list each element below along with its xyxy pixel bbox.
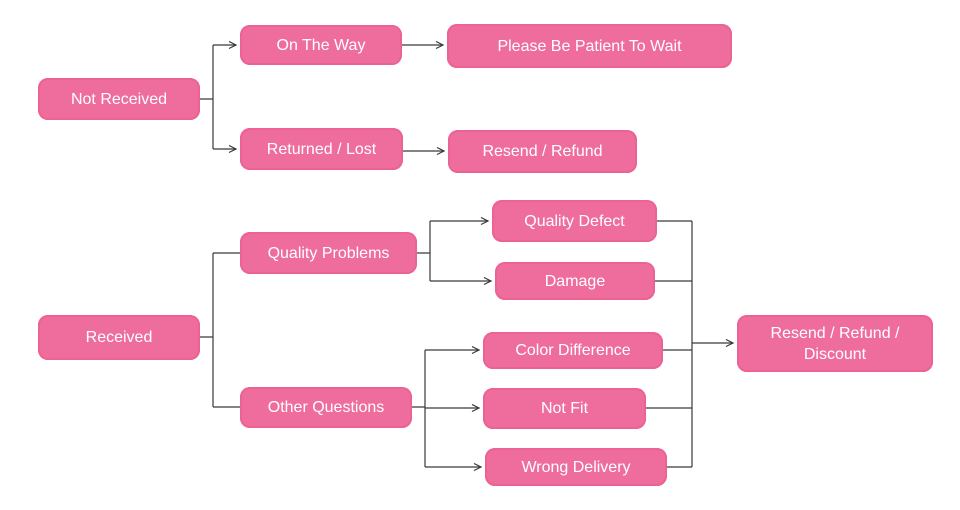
node-resend-refund-discount: Resend / Refund / Discount bbox=[737, 315, 933, 372]
node-not-received: Not Received bbox=[38, 78, 200, 120]
node-not-fit: Not Fit bbox=[483, 388, 646, 429]
node-other-questions: Other Questions bbox=[240, 387, 412, 428]
node-color-difference: Color Difference bbox=[483, 332, 663, 369]
node-returned-lost: Returned / Lost bbox=[240, 128, 403, 170]
node-wrong-delivery: Wrong Delivery bbox=[485, 448, 667, 486]
node-quality-defect: Quality Defect bbox=[492, 200, 657, 242]
node-received: Received bbox=[38, 315, 200, 360]
edge-quality-problems-stub bbox=[417, 221, 431, 281]
node-please-be-patient-to-wait: Please Be Patient To Wait bbox=[447, 24, 732, 68]
node-resend-refund: Resend / Refund bbox=[448, 130, 637, 173]
edge-received-stub bbox=[200, 253, 214, 407]
node-on-the-way: On The Way bbox=[240, 25, 402, 65]
edge-other-questions-stub bbox=[412, 350, 426, 467]
edge-not-received-stub bbox=[200, 45, 214, 149]
node-quality-problems: Quality Problems bbox=[240, 232, 417, 274]
node-damage: Damage bbox=[495, 262, 655, 300]
